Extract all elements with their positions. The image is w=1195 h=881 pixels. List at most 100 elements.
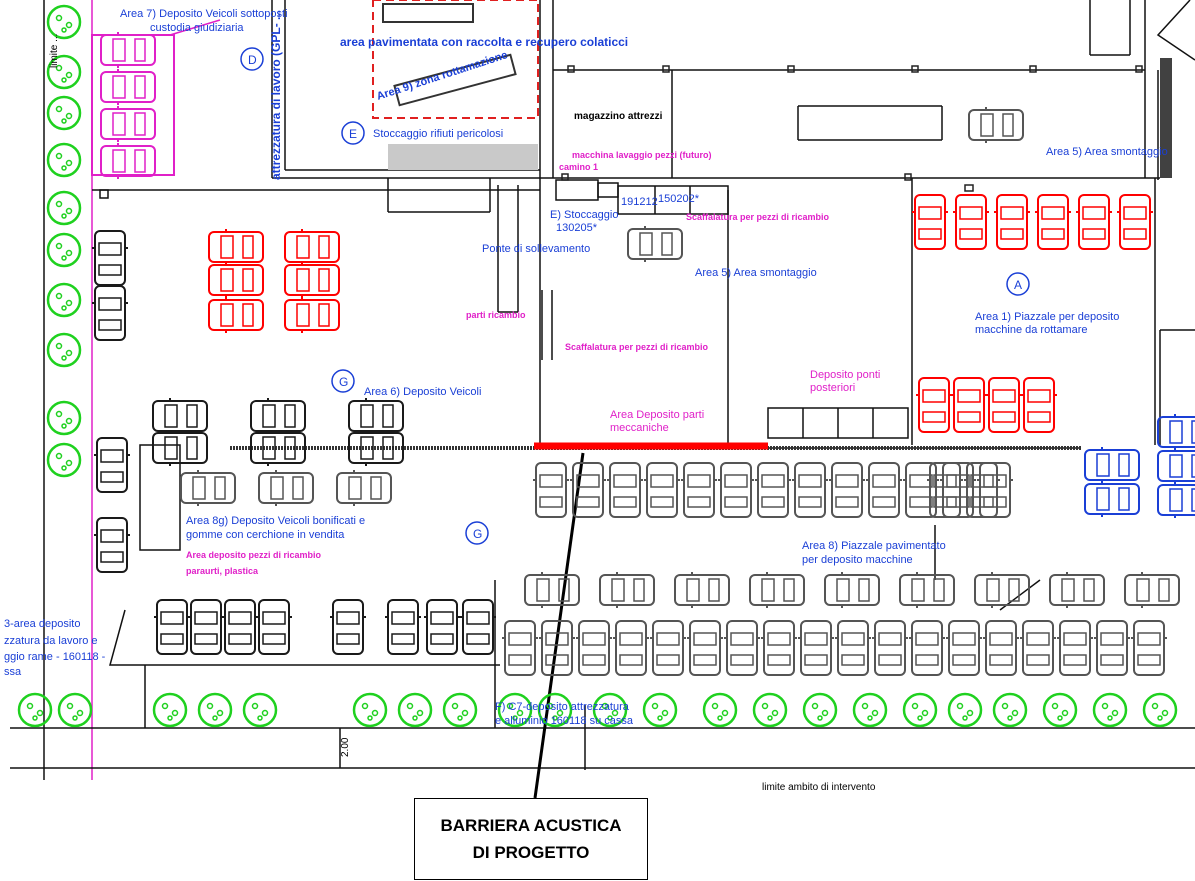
- car-grey: [871, 620, 909, 676]
- car-grey: [982, 620, 1020, 676]
- car-grey: [865, 462, 903, 518]
- car-red: [985, 377, 1023, 433]
- label-c7-b: e alluminio 160118 su cassa: [495, 715, 634, 727]
- label-macchina-lavaggio: macchina lavaggio pezzi (futuro): [572, 150, 712, 160]
- car-grey: [612, 620, 650, 676]
- car-grey: [180, 469, 236, 507]
- label-area3-a: 3-area deposito: [4, 618, 80, 630]
- tree-icon: [1092, 692, 1128, 728]
- callout-leader: [533, 452, 585, 799]
- car-black: [91, 285, 129, 341]
- car-grey: [908, 620, 946, 676]
- car-grey: [524, 571, 580, 609]
- car-grey: [899, 571, 955, 609]
- car-grey: [963, 462, 1001, 518]
- label-limite-vert: limite ...: [49, 34, 60, 68]
- car-grey: [945, 620, 983, 676]
- label-magazzino: magazzino attrezzi: [574, 111, 663, 122]
- tree-icon: [46, 232, 82, 268]
- circle-e: E: [349, 127, 357, 141]
- tree-icon: [46, 4, 82, 40]
- car-black: [93, 437, 131, 493]
- tree-icon: [242, 692, 278, 728]
- label-ponte: Ponte di sollevamento: [482, 243, 590, 255]
- car-red: [1020, 377, 1058, 433]
- tree-icon: [46, 282, 82, 318]
- car-black: [329, 599, 367, 655]
- label-area8g-b: gomme con cerchione in vendita: [186, 529, 345, 541]
- car-grey: [760, 620, 798, 676]
- label-area-pav: area pavimentata con raccolta e recupero…: [340, 35, 628, 49]
- label-area3-b: zzatura da lavoro e: [4, 635, 98, 647]
- label-area5-mid: Area 5) Area smontaggio: [695, 267, 817, 279]
- label-paraurti: paraurti, plastica: [186, 566, 259, 576]
- label-stoccaggio-e: E) Stoccaggio: [550, 209, 618, 221]
- car-magenta: [100, 68, 156, 106]
- cars-magenta: [100, 31, 156, 180]
- tree-icon: [442, 692, 478, 728]
- label-stoccaggio-rifiuti: Stoccaggio rifiuti pericolosi: [373, 128, 503, 140]
- car-grey: [968, 106, 1024, 144]
- car-grey: [674, 571, 730, 609]
- callout-barriera: BARRIERA ACUSTICA DI PROGETTO: [414, 798, 648, 880]
- tree-icon: [752, 692, 788, 728]
- car-magenta: [100, 105, 156, 143]
- label-scaffalatura1: Scaffalatura per pezzi di ricambio: [686, 212, 830, 222]
- car-red: [284, 228, 340, 266]
- car-grey: [649, 620, 687, 676]
- label-area7b: custodia giudiziaria: [150, 22, 244, 34]
- car-grey: [974, 571, 1030, 609]
- label-deposito-ponti-a: Deposito ponti: [810, 369, 880, 381]
- car-grey: [939, 462, 977, 518]
- tree-icon: [46, 400, 82, 436]
- tree-icon: [46, 442, 82, 478]
- car-red: [208, 228, 264, 266]
- car-grey: [1124, 571, 1180, 609]
- car-grey: [749, 571, 805, 609]
- car-red: [284, 261, 340, 299]
- label-scaffalatura2: Scaffalatura per pezzi di ricambio: [565, 342, 709, 352]
- car-grey: [791, 462, 829, 518]
- car-red: [1116, 194, 1154, 250]
- car-grey: [754, 462, 792, 518]
- car-red: [950, 377, 988, 433]
- label-code-191212: 191212: [621, 196, 658, 208]
- label-camino: camino 1: [559, 162, 598, 172]
- tree-icon: [802, 692, 838, 728]
- car-red: [1075, 194, 1113, 250]
- label-c7-a: F) C7-deposito attrezzatura: [495, 701, 630, 713]
- car-black: [459, 599, 497, 655]
- circle-g2: G: [473, 527, 482, 541]
- label-code-150202: 150202*: [658, 193, 700, 205]
- car-red: [952, 194, 990, 250]
- car-red: [208, 261, 264, 299]
- tree-icon: [702, 692, 738, 728]
- car-grey: [501, 620, 539, 676]
- car-blue: [1084, 446, 1140, 484]
- car-black: [93, 517, 131, 573]
- car-grey: [902, 462, 940, 518]
- callout-line2: DI PROGETTO: [472, 843, 590, 862]
- car-grey: [717, 462, 755, 518]
- label-dim-200: 2.00: [340, 737, 351, 757]
- label-area-dep-pezzi: Area deposito pezzi di ricambio: [186, 550, 322, 560]
- car-grey: [1056, 620, 1094, 676]
- car-black: [384, 599, 422, 655]
- tree-icon: [46, 95, 82, 131]
- callout-line1: BARRIERA ACUSTICA: [440, 816, 622, 835]
- car-black: [152, 397, 208, 435]
- car-blue: [1157, 413, 1195, 451]
- car-grey: [627, 225, 683, 263]
- label-limite-ambito: limite ambito di intervento: [762, 782, 876, 793]
- car-magenta: [100, 142, 156, 180]
- tree-icon: [1042, 692, 1078, 728]
- car-blue: [1157, 481, 1195, 519]
- tree-icon: [152, 692, 188, 728]
- tree-icon: [46, 142, 82, 178]
- car-grey: [797, 620, 835, 676]
- car-grey: [643, 462, 681, 518]
- label-code-130205: 130205*: [556, 222, 598, 234]
- label-area-dep-parti-a: Area Deposito parti: [610, 409, 704, 421]
